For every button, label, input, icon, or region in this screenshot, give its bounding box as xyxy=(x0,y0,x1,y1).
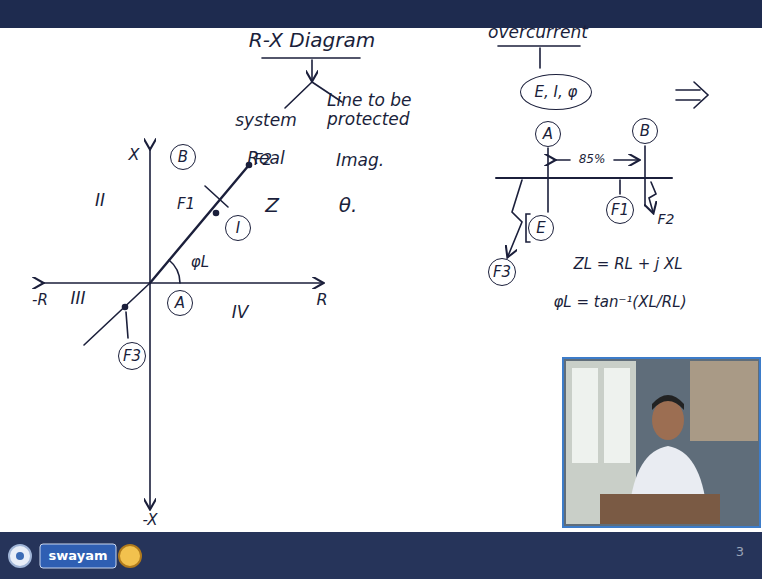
circled-label: A xyxy=(167,290,194,317)
node-text: B xyxy=(178,149,188,166)
symbol: θ. xyxy=(339,194,358,216)
dimension-line xyxy=(614,159,638,161)
leader-line xyxy=(126,312,128,338)
relay-label: E xyxy=(528,215,555,242)
fault-point xyxy=(123,305,128,310)
logo-icon xyxy=(16,552,24,560)
logo-icon xyxy=(119,545,141,567)
circled-label: B xyxy=(170,144,197,171)
fault-label: F3 xyxy=(488,258,516,286)
line-locus xyxy=(150,165,249,283)
node-text: B xyxy=(640,123,650,140)
underline xyxy=(262,57,360,59)
tree-line xyxy=(285,82,312,108)
fault-tick xyxy=(619,180,621,194)
quadrant-number: III xyxy=(70,289,85,308)
branch-text: system xyxy=(235,111,296,130)
quadrant-number: IV xyxy=(232,303,249,322)
fault-arrow xyxy=(649,182,656,212)
dimension-label: 85% xyxy=(579,153,606,166)
branch-text: Imag. xyxy=(336,151,384,170)
tree-line xyxy=(539,48,541,68)
node-text: F1 xyxy=(611,202,629,219)
quadrant-number: I xyxy=(225,215,252,242)
fault-point xyxy=(214,211,219,216)
heading: R-X Diagram xyxy=(249,29,375,51)
video-inset xyxy=(563,358,760,527)
node-text: E xyxy=(536,220,545,237)
symbol: Z xyxy=(265,194,279,216)
fault-label: F3 xyxy=(118,342,146,370)
formula: ZL = RL + j XL xyxy=(573,256,682,273)
node-text: F3 xyxy=(123,348,141,365)
axis-label: -X xyxy=(142,512,157,529)
logo-box xyxy=(40,544,116,568)
page-number: 3 xyxy=(736,545,744,559)
angle-label: φL xyxy=(191,254,209,271)
bus-tap xyxy=(547,148,549,212)
axis-label: R xyxy=(316,291,327,309)
implies-arrow xyxy=(676,82,708,108)
underline xyxy=(498,45,580,47)
bus-label: B xyxy=(632,118,659,145)
r-axis xyxy=(42,282,322,284)
node-text: A xyxy=(543,126,553,143)
bus-label: A xyxy=(535,121,562,148)
cross-line xyxy=(205,186,228,207)
fault-label: F1 xyxy=(177,196,195,213)
quadrant-number: II xyxy=(95,191,105,210)
fault-lightning xyxy=(508,180,522,256)
node-text: E, I, φ xyxy=(535,84,578,101)
axis-label: X xyxy=(129,146,140,164)
x-axis xyxy=(149,148,151,508)
angle-arc xyxy=(169,260,180,283)
fault-label: F2 xyxy=(658,212,675,227)
footer-bar xyxy=(0,532,762,579)
axis-label: -R xyxy=(32,292,48,309)
header-bar xyxy=(0,0,762,28)
fault-label: F2 xyxy=(254,152,272,169)
line-locus-extension xyxy=(84,283,150,345)
node-text: I xyxy=(236,220,240,237)
dimension-line xyxy=(554,159,570,161)
node-text: F3 xyxy=(493,264,511,281)
branch-text: Line to be protected xyxy=(327,91,417,128)
heading: overcurrent xyxy=(488,23,588,42)
bus-tap xyxy=(644,146,646,206)
logo-icon xyxy=(9,545,31,567)
formula: φL = tan⁻¹(XL/RL) xyxy=(553,294,686,311)
quantity-ellipse: E, I, φ xyxy=(520,74,593,111)
logo-text: swayam xyxy=(49,549,108,563)
node-text: A xyxy=(175,295,185,312)
fault-label: F1 xyxy=(606,196,634,224)
tree-line xyxy=(311,60,313,80)
